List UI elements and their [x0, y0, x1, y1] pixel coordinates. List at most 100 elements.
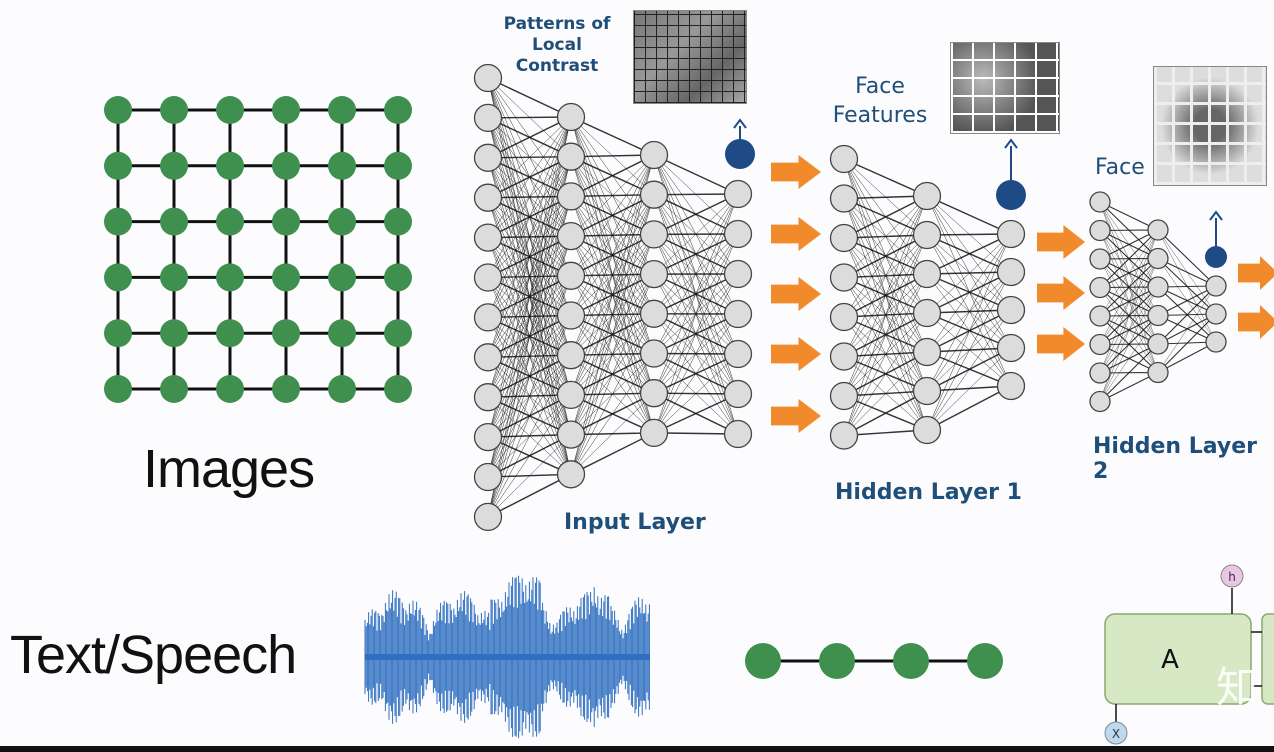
- network-edge: [1157, 285, 1217, 345]
- orange-arrow: [1037, 225, 1085, 259]
- network-edge: [570, 154, 655, 237]
- network-edge: [843, 273, 928, 436]
- rnn-cell-box: [1104, 613, 1252, 705]
- network-edge: [1099, 229, 1159, 345]
- network-edge: [487, 116, 572, 318]
- network-node: [829, 263, 859, 292]
- network-edge: [926, 195, 1012, 235]
- network-node: [556, 142, 586, 171]
- bottom-border: [0, 746, 1274, 752]
- network-node: [912, 415, 942, 445]
- network-node: [473, 383, 503, 412]
- network-node: [473, 462, 503, 492]
- network-node: [1147, 361, 1169, 384]
- grid-node: [272, 207, 300, 236]
- rnn-next-cell-box: [1261, 613, 1274, 705]
- network-edge: [570, 393, 655, 475]
- local-contrast-filters-thumbnail: [633, 10, 747, 104]
- network-edge: [1099, 371, 1159, 403]
- input-layer-label: Input Layer: [564, 510, 706, 535]
- network-node: [723, 259, 753, 289]
- network-edge: [487, 315, 572, 517]
- grid-node: [160, 375, 188, 403]
- network-edge: [1099, 229, 1159, 288]
- network-edge: [926, 233, 1012, 353]
- hidden-layer-1-network: [829, 138, 1026, 450]
- hidden-layer-2-network: [1089, 191, 1227, 413]
- network-edge: [843, 312, 928, 436]
- grid-node: [160, 263, 188, 292]
- grid-node: [384, 375, 412, 403]
- network-edge: [1099, 315, 1159, 402]
- grid-node: [216, 96, 244, 124]
- rnn-input-text: X: [1112, 727, 1120, 741]
- network-edge: [926, 234, 1012, 387]
- network-node: [639, 180, 669, 209]
- network-node: [723, 179, 753, 209]
- network-edge: [653, 353, 739, 434]
- images-label: Images: [143, 439, 315, 499]
- network-node: [723, 339, 753, 369]
- sequence-node: [967, 643, 1003, 679]
- network-edge: [487, 434, 572, 518]
- grid-node: [328, 375, 356, 403]
- network-node: [473, 143, 503, 172]
- network-node: [473, 183, 503, 212]
- network-edge: [843, 195, 928, 278]
- orange-arrow: [771, 399, 821, 433]
- patterns-label: Patterns of Local Contrast: [503, 14, 611, 76]
- grid-node: [384, 96, 412, 124]
- face-features-thumbnail: [950, 42, 1060, 134]
- grid-node: [216, 319, 244, 348]
- network-node: [912, 376, 942, 406]
- orange-arrow: [1238, 305, 1274, 339]
- hidden-layer-2-label: Hidden Layer 2: [1093, 434, 1257, 484]
- network-edge: [487, 116, 572, 198]
- network-edge: [926, 347, 1012, 392]
- network-node: [639, 299, 669, 328]
- network-edge: [926, 233, 1012, 275]
- network-edge: [570, 353, 655, 475]
- network-node: [829, 184, 859, 213]
- network-node: [1147, 276, 1169, 298]
- network-node: [639, 140, 669, 170]
- input-layer-network: [473, 63, 755, 532]
- network-edge: [1099, 258, 1159, 402]
- network-node: [1147, 333, 1169, 355]
- network-edge: [926, 195, 1012, 349]
- network-edge: [843, 195, 928, 397]
- network-node: [996, 257, 1026, 287]
- network-node: [556, 102, 586, 132]
- grid-node: [104, 207, 132, 236]
- network-edge: [487, 116, 572, 159]
- network-node: [912, 298, 942, 328]
- grid-node: [216, 151, 244, 180]
- network-node: [473, 223, 503, 252]
- network-edge: [843, 158, 928, 197]
- sequence-node: [819, 643, 855, 679]
- grid-node: [272, 375, 300, 403]
- network-edge: [653, 154, 739, 195]
- orange-arrow: [1238, 256, 1274, 290]
- output-arrow-head: [733, 118, 747, 129]
- network-edge: [487, 236, 572, 517]
- network-edge: [926, 271, 1012, 314]
- network-edge: [1099, 229, 1159, 317]
- grid-node: [384, 207, 412, 236]
- grid-node: [272, 319, 300, 348]
- network-node: [556, 182, 586, 211]
- network-node: [1089, 362, 1111, 384]
- network-edge: [570, 432, 655, 475]
- orange-arrow: [1037, 327, 1085, 361]
- network-edge: [487, 116, 572, 438]
- output-arrow-head: [1209, 210, 1223, 221]
- network-edge: [487, 116, 572, 398]
- network-edge: [843, 234, 928, 436]
- output-node: [1205, 246, 1227, 268]
- network-node: [1089, 333, 1111, 356]
- network-node: [1089, 191, 1111, 213]
- network-node: [1205, 275, 1227, 297]
- faces-thumbnail: [1153, 66, 1267, 186]
- grid-node: [104, 151, 132, 180]
